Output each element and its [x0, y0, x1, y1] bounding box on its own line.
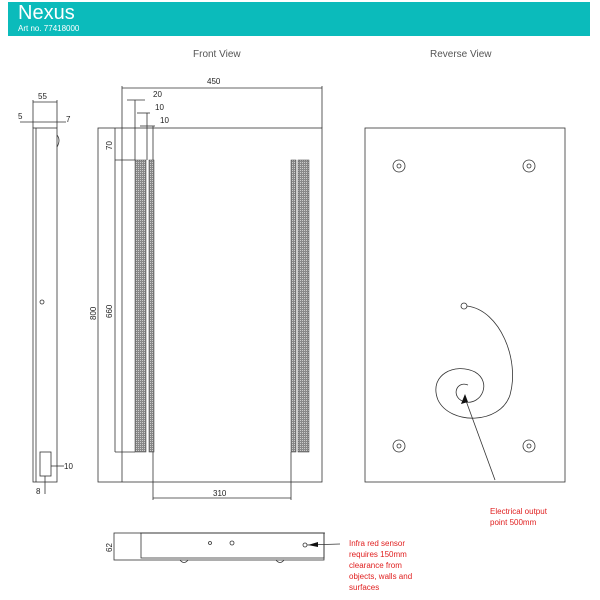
front-view-label: Front View: [193, 49, 241, 60]
mounting-holes: [392, 159, 536, 453]
sensor-note-5: surfaces: [349, 583, 379, 592]
sensor-note-2: requires 150mm: [349, 550, 407, 559]
dim-10b: 10: [160, 116, 169, 125]
reverse-view: Electrical output point 500mm: [364, 127, 566, 527]
art-number: Art no. 77418000: [18, 24, 80, 33]
dim-660: 660: [105, 304, 114, 318]
dim-70: 70: [105, 141, 114, 150]
sensor-note-1: Infra red sensor: [349, 539, 405, 548]
dim-10a: 10: [155, 103, 164, 112]
product-title: Nexus: [18, 2, 75, 24]
dim-8: 8: [36, 487, 41, 496]
dim-20: 20: [153, 90, 162, 99]
dim-5: 5: [18, 112, 23, 121]
dim-10-side: 10: [64, 462, 73, 471]
header-bar: Nexus Art no. 77418000: [8, 2, 590, 36]
electrical-note-1: Electrical output: [490, 507, 548, 516]
dim-800: 800: [89, 306, 98, 320]
dim-450: 450: [207, 77, 221, 86]
side-view: 55 5 7 10 8: [18, 92, 73, 496]
sensor-note-3: clearance from: [349, 561, 402, 570]
dim-310: 310: [213, 489, 227, 498]
electrical-note-2: point 500mm: [490, 518, 537, 527]
dim-62: 62: [105, 543, 114, 552]
front-view: 450 20 10 10 70 800 660 310: [89, 77, 323, 500]
dim-7: 7: [66, 115, 71, 124]
dim-55: 55: [38, 92, 47, 101]
sensor-note-4: objects, walls and: [349, 572, 412, 581]
bottom-view: 62 Infra red sensor requires 150mm clear…: [105, 532, 412, 592]
cable-spiral: [435, 305, 513, 419]
reverse-view-label: Reverse View: [430, 49, 492, 60]
